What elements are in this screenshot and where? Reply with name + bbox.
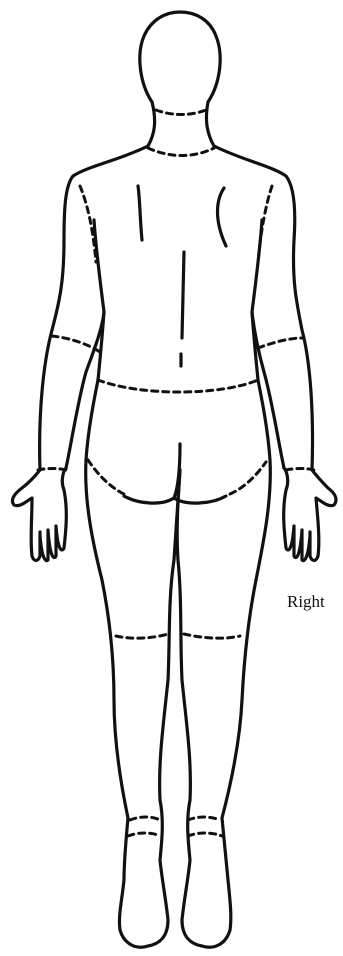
- right-ankle-boundary: [188, 817, 220, 820]
- neck-left-edge: [148, 102, 155, 146]
- right-heel-boundary: [188, 833, 222, 836]
- buttock-left-boundary: [88, 460, 128, 496]
- left-side-outline: [12, 146, 148, 556]
- head-outline: [140, 12, 220, 102]
- left-hand-fingers: [32, 468, 66, 561]
- right-scapula-mark: [218, 188, 227, 246]
- right-shoulder-boundary: [258, 186, 272, 262]
- right-hip-leg-outer: [182, 380, 270, 947]
- spine-line: [182, 252, 184, 338]
- left-knee-boundary: [116, 634, 168, 638]
- left-hip-leg-outer: [86, 380, 168, 947]
- gluteal-line: [124, 444, 226, 503]
- right-side-label: Right: [287, 592, 325, 612]
- right-wrist-boundary: [286, 469, 314, 471]
- neck-lower-boundary: [148, 148, 214, 156]
- left-ankle-boundary: [130, 817, 160, 820]
- right-elbow-boundary: [258, 338, 302, 348]
- right-knee-boundary: [184, 634, 240, 638]
- buttock-right-boundary: [230, 462, 266, 494]
- left-wrist-boundary: [38, 469, 66, 471]
- neck-right-edge: [206, 102, 214, 146]
- left-heel-boundary: [128, 833, 160, 836]
- right-hand-fingers: [284, 468, 318, 561]
- left-scapula-mark: [138, 186, 142, 240]
- waist-boundary: [98, 380, 258, 392]
- neck-upper-boundary: [156, 110, 206, 115]
